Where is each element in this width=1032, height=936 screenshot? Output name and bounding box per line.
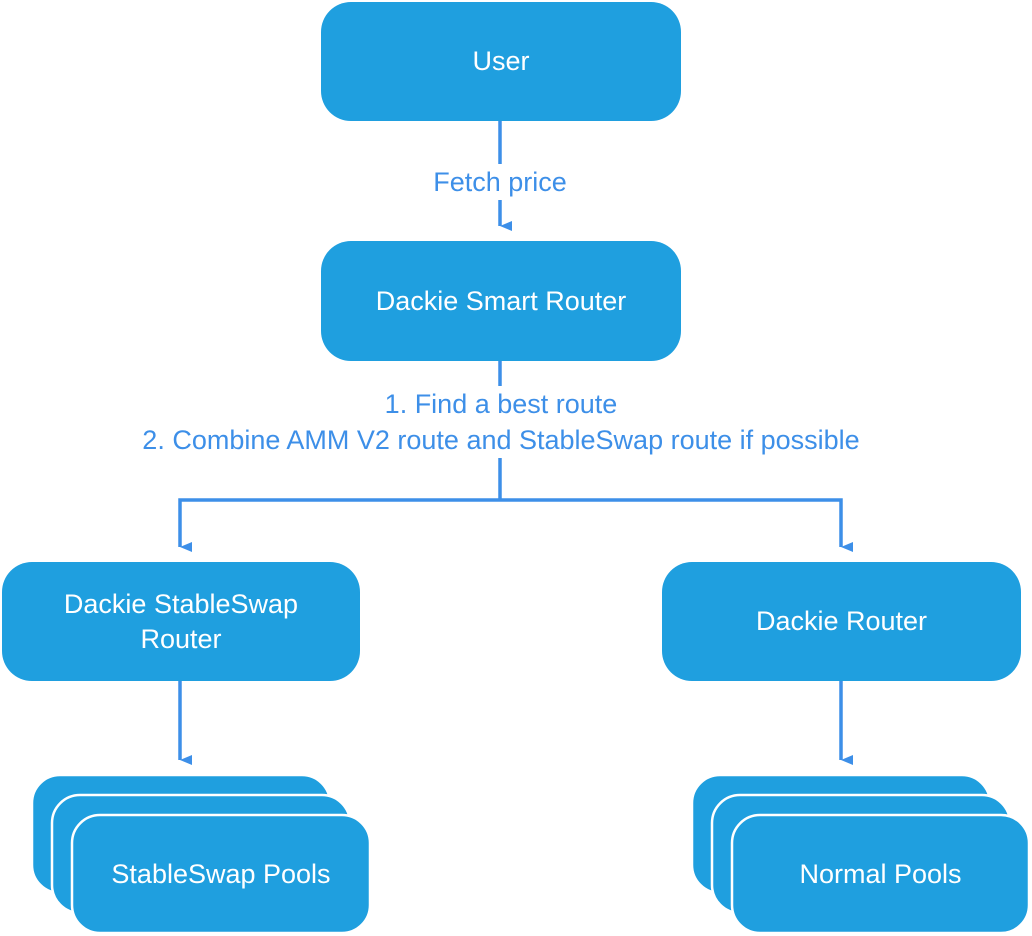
fetch-price-label: Fetch price — [420, 164, 580, 200]
stableswap-pools-stack[interactable] — [30, 773, 372, 935]
edge-to-dackie-router — [500, 498, 853, 552]
route-step-1-label: 1. Find a best route — [360, 386, 642, 422]
stableswap-pools-node-label: StableSwap Pools — [111, 858, 331, 889]
user-node-box[interactable] — [321, 2, 681, 121]
edges — [178, 121, 853, 765]
user-node-label: User — [472, 46, 530, 76]
smart-router-node-label: Dackie Smart Router — [375, 285, 627, 316]
dackie-router-node-box[interactable] — [662, 562, 1021, 681]
stableswap-router-node-label: Dackie StableSwap Router — [63, 588, 299, 654]
normal-pools-stack[interactable] — [690, 773, 1031, 935]
route-step-2-label: 2. Combine AMM V2 route and StableSwap r… — [96, 422, 906, 458]
stableswap-pools-card-front — [70, 813, 372, 935]
edge-to-stableswap-router — [178, 498, 500, 552]
normal-pools-card-front — [730, 813, 1031, 935]
dackie-router-node-label: Dackie Router — [755, 606, 928, 636]
smart-router-node-box[interactable] — [321, 241, 681, 361]
normal-pools-node-label: Normal Pools — [799, 858, 962, 889]
stableswap-router-node-box[interactable] — [2, 562, 360, 681]
